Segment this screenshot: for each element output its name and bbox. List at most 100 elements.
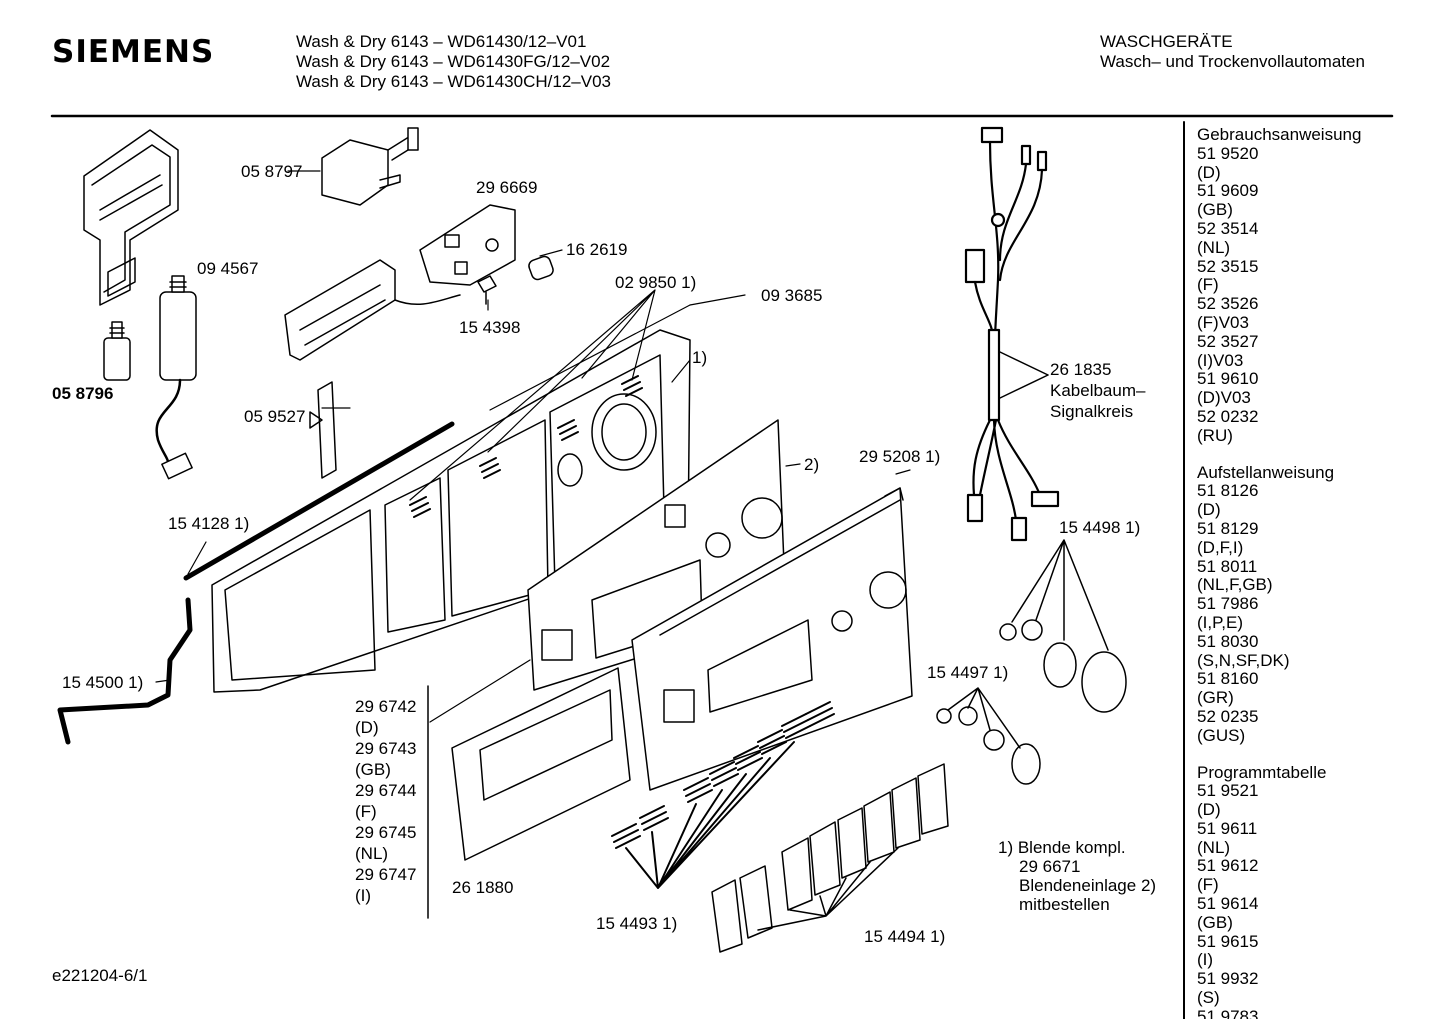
sidebar-item: 51 8126 (1197, 481, 1259, 501)
sidebar-item: (F)V03 (1197, 312, 1249, 332)
sidebar-item: 52 0235 (1197, 706, 1259, 726)
sidebar-item: 51 9614 (1197, 894, 1259, 914)
part-label: Kabelbaum– (1050, 381, 1146, 400)
sensor-part (321, 127, 419, 206)
sidebar-item: (GUS) (1197, 725, 1246, 745)
sidebar-item: (GB) (1197, 912, 1233, 932)
sidebar-item: (NL) (1197, 237, 1231, 257)
sidebar-item: (S) (1197, 988, 1220, 1008)
fascia-variant: 29 6745 (355, 823, 417, 842)
sidebar-item: (GB) (1197, 200, 1233, 220)
part-label: 16 2619 (566, 240, 628, 259)
fascia-panel (631, 487, 913, 791)
sidebar-item: 52 3526 (1197, 294, 1259, 314)
part-label: 15 4128 1) (168, 514, 250, 533)
sidebar-item: (F) (1197, 275, 1219, 295)
sidebar-item: 51 8129 (1197, 518, 1259, 538)
footnote-line: 1) Blende kompl. (998, 838, 1126, 857)
sidebar-section-title: Programmtabelle (1197, 762, 1327, 782)
sidebar-item: (I) (1197, 950, 1214, 970)
knob-assembly-large (999, 539, 1127, 713)
sidebar-item: 51 7986 (1197, 594, 1259, 614)
led-part (477, 275, 497, 305)
part-label: 26 1835 (1050, 360, 1112, 379)
sidebar-item: (D,F,I) (1197, 537, 1244, 557)
part-label: 15 4493 1) (596, 914, 678, 933)
sidebar-item: (D)V03 (1197, 388, 1251, 408)
fascia-variant: (I) (355, 886, 372, 905)
capacitor-small (103, 321, 131, 381)
fascia-variant: (F) (355, 802, 377, 821)
sidebar-item: 51 9612 (1197, 856, 1259, 876)
sidebar-item: (GR) (1197, 688, 1234, 708)
flap-door (451, 667, 631, 861)
sidebar-item: (NL) (1197, 837, 1231, 857)
part-label: 15 4398 (459, 318, 521, 337)
model-line: Wash & Dry 6143 – WD61430CH/12–V03 (296, 72, 611, 91)
part-label: 29 5208 1) (859, 447, 941, 466)
sidebar-item: (F) (1197, 875, 1219, 895)
sidebar-section-title: Aufstellanweisung (1197, 462, 1335, 482)
circuit-board (284, 204, 516, 361)
brand-logo: SIEMENS (52, 34, 215, 70)
sidebar-item: 51 8011 (1197, 556, 1258, 576)
sidebar-item: (RU) (1197, 425, 1233, 445)
wiring-harness (964, 126, 1060, 542)
sidebar-item: (S,N,SF,DK) (1197, 650, 1290, 670)
push-buttons (711, 763, 949, 953)
sidebar-item: 51 9609 (1197, 181, 1259, 201)
part-label: 05 8797 (241, 162, 303, 181)
fascia-variant: (D) (355, 718, 379, 737)
sidebar-item: (NL,F,GB) (1197, 575, 1273, 595)
part-label: 26 1880 (452, 878, 514, 897)
sidebar-item: 52 0232 (1197, 406, 1259, 426)
knob-insert (528, 255, 554, 281)
sidebar-item: 51 8160 (1197, 669, 1259, 689)
sidebar-item: 52 3515 (1197, 256, 1259, 276)
footnote: 1) Blende kompl. 29 6671 Blendeneinlage … (998, 838, 1156, 914)
sidebar-item: 52 3514 (1197, 218, 1259, 238)
cable-part (57, 597, 193, 745)
sidebar-item: 51 9615 (1197, 931, 1259, 951)
part-label: 02 9850 1) (615, 273, 697, 292)
seal-strip (183, 421, 455, 581)
sidebar-item: 51 9611 (1197, 818, 1258, 838)
fascia-variant: 29 6743 (355, 739, 417, 758)
part-label: 15 4494 1) (864, 927, 946, 946)
sidebar-item: 51 9520 (1197, 143, 1259, 163)
model-line: Wash & Dry 6143 – WD61430FG/12–V02 (296, 52, 611, 71)
sidebar-item: 51 9610 (1197, 369, 1259, 389)
footnote-line: 29 6671 (1019, 857, 1081, 876)
switch-part (309, 381, 337, 479)
part-label: 05 8796 (52, 384, 114, 403)
part-label: 2) (804, 455, 820, 474)
part-label: 15 4497 1) (927, 663, 1009, 682)
part-label: 1) (692, 348, 708, 367)
category-title: WASCHGERÄTE (1100, 32, 1233, 51)
part-label: 15 4500 1) (62, 673, 144, 692)
sidebar-item: 51 9521 (1197, 781, 1259, 801)
fascia-variant: 29 6744 (355, 781, 417, 800)
part-label: Signalkreis (1050, 402, 1134, 421)
capacitor-large (155, 275, 197, 480)
sidebar-item: (D) (1197, 800, 1221, 820)
fascia-variant: (NL) (355, 844, 389, 863)
part-label: 15 4498 1) (1059, 518, 1141, 537)
part-label: 09 4567 (197, 259, 259, 278)
sidebar-item: (D) (1197, 162, 1221, 182)
footer-code: e221204-6/1 (52, 966, 148, 985)
category-subtitle: Wasch– und Trockenvollautomaten (1100, 52, 1365, 71)
sidebar-item: (I)V03 (1197, 350, 1244, 370)
leader-lines (155, 170, 911, 723)
bracket-part (83, 129, 179, 306)
model-line: Wash & Dry 6143 – WD61430/12–V01 (296, 32, 587, 51)
fascia-variant: (GB) (355, 760, 391, 779)
springs (409, 375, 643, 518)
category-heading: WASCHGERÄTE Wasch– und Trockenvollautoma… (1100, 32, 1365, 72)
part-label: 29 6669 (476, 178, 538, 197)
